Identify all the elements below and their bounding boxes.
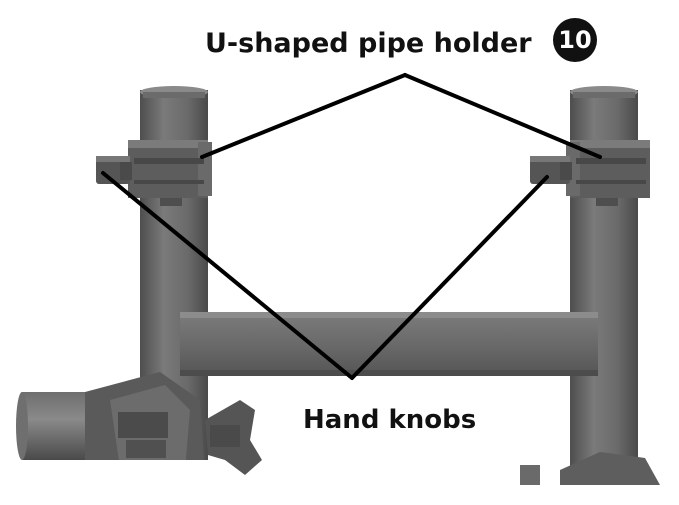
horizontal-crossbar	[180, 312, 598, 376]
leader-line-right-holder	[403, 73, 602, 159]
left-hand-knob	[96, 156, 132, 184]
lower-left-pipe-clamp	[16, 372, 262, 485]
leader-line-left-holder	[200, 73, 407, 159]
step-number-badge: 10	[553, 18, 597, 62]
leader-line-right-knob	[350, 175, 549, 380]
leader-lines	[101, 73, 602, 380]
hand-knobs-label: Hand knobs	[303, 405, 477, 435]
left-pipe-holder-clamp	[128, 140, 212, 206]
lower-right-clamp	[520, 452, 660, 485]
u-shaped-pipe-holder-label: U-shaped pipe holder	[205, 28, 532, 59]
leader-line-left-knob	[101, 171, 354, 380]
right-hand-knob	[530, 156, 572, 184]
